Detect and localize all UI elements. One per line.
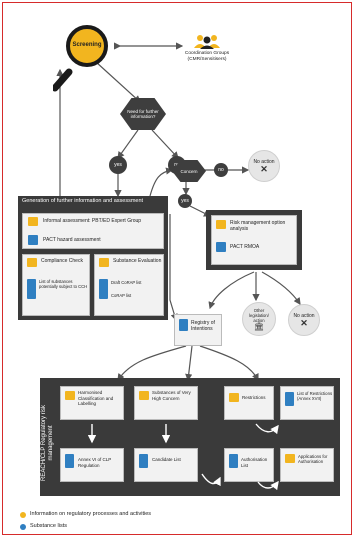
sticky-note-icon — [27, 258, 37, 267]
annex-vi-card: Annex VI of CLP Regulation — [60, 448, 124, 482]
arrow-registry-restrictions — [199, 345, 259, 382]
legend-processes-label: Information on regulatory processes and … — [30, 511, 152, 517]
cross-icon: ✕ — [300, 317, 308, 328]
sticky-note-icon — [285, 454, 295, 463]
sticky-note-icon — [229, 393, 239, 402]
decision-yes-1: yes — [109, 156, 127, 174]
substance-eval-label: Substance Evaluation — [113, 258, 162, 264]
list-icon — [28, 235, 38, 245]
no-action-top: No action ✕ — [248, 150, 280, 182]
rmoa-card: Risk management option analysis PACT RMO… — [211, 215, 297, 265]
harmonised-card: Harmonised Classification and Labelling — [60, 386, 124, 420]
restrictions-card: Restrictions — [224, 386, 274, 420]
draft-corap-label: Draft CoRAP list — [111, 280, 142, 285]
generation-inner-card: Informal assessment: PBT/ED Expert Group… — [22, 213, 164, 249]
authorisation-label: Authorisation List — [241, 457, 268, 468]
informal-assessment-label: Informal assessment: PBT/ED Expert Group — [43, 218, 142, 224]
registry-label: Registry of Intentions — [191, 320, 215, 332]
corap-label: CoRAP list — [111, 293, 132, 298]
arrow-rmoa-registry — [208, 271, 255, 310]
decision-yes-2: yes — [178, 194, 192, 208]
cross-icon: ✕ — [260, 163, 268, 174]
list-restrictions-label: List of Restrictions (Annex XVII) — [297, 391, 333, 402]
list-icon — [139, 454, 148, 468]
pact-rmoa-label: PACT RMOA — [230, 244, 260, 250]
applications-card: Applications for Authorisation — [280, 448, 334, 482]
people-icon — [194, 35, 220, 49]
sticky-note-icon — [139, 391, 149, 400]
list-icon — [179, 319, 188, 331]
no-action-label: No action — [253, 158, 275, 165]
arrow-rmoa-noaction — [261, 271, 301, 305]
list-icon — [99, 279, 108, 299]
generation-panel: Generation of further information and as… — [18, 196, 168, 320]
restrictions-label: Restrictions — [242, 395, 266, 400]
svhc-card: Substances of Very High Concern — [134, 386, 198, 420]
arrow-registry-harmonised — [117, 345, 187, 381]
list-icon — [229, 454, 238, 468]
screening-label: Screening — [72, 42, 102, 48]
arrow-registry-svhc — [185, 345, 193, 382]
institution-icon: 🏛 — [253, 321, 265, 331]
decision-yes-label: yes — [114, 162, 122, 168]
pact-hazard-label: PACT hazard assessment — [43, 237, 101, 243]
sticky-note-icon — [216, 220, 226, 229]
legend-process-dot — [20, 512, 26, 518]
reach-panel: REACH/CLP Regulatory risk management Har… — [40, 378, 340, 496]
rmoa-label: Risk management option analysis — [230, 220, 286, 232]
coordination-label: Coordination Groups (CMR/Sensitisers) — [184, 51, 230, 62]
list-restrictions-card: List of Restrictions (Annex XVII) — [280, 386, 334, 420]
sticky-note-icon — [99, 258, 109, 267]
generation-title: Generation of further information and as… — [22, 198, 144, 204]
arrow-candidate-authorisation — [201, 473, 221, 487]
arrow-authorisation-applications — [257, 480, 279, 491]
list-icon — [216, 242, 226, 252]
coordination-node: Coordination Groups (CMR/Sensitisers) — [172, 34, 242, 64]
arrow-restrictions-list — [255, 423, 279, 435]
no-action-bottom: No action ✕ — [288, 304, 320, 336]
other-legislation-label: Other legislation/ action — [249, 307, 269, 323]
compliance-label: Compliance Check — [41, 258, 83, 264]
authorisation-card: Authorisation List — [224, 448, 274, 482]
concern-label: Concern — [180, 168, 198, 174]
list-cch-label: List of substances potentially subject t… — [39, 279, 88, 289]
no-action-label: No action — [293, 312, 315, 319]
magnifier-icon — [53, 25, 108, 92]
applications-label: Applications for Authorisation — [298, 454, 328, 465]
annex-vi-label: Annex VI of CLP Regulation — [78, 457, 112, 468]
registry-node: Registry of Intentions — [174, 314, 222, 346]
arrow-generation-concern — [149, 167, 174, 197]
legend-lists-label: Substance lists — [30, 523, 67, 529]
candidate-card: Candidate List — [134, 448, 198, 482]
list-icon — [285, 392, 294, 406]
other-legislation-node: Other legislation/ action 🏛 — [242, 302, 276, 336]
arrow-screening-need — [95, 61, 141, 103]
arrow-need-no — [151, 129, 179, 159]
list-icon — [65, 454, 74, 468]
decision-no-2: no — [214, 163, 228, 177]
sticky-note-icon — [28, 217, 38, 226]
svhc-label: Substances of Very High Concern — [152, 390, 191, 401]
rmoa-panel: Risk management option analysis PACT RMO… — [206, 210, 302, 270]
reach-connectors — [87, 423, 279, 491]
list-icon — [27, 279, 36, 299]
substance-eval-card: Substance Evaluation Draft CoRAP list Co… — [94, 254, 164, 316]
decision-no-label: no — [218, 167, 224, 173]
legend: Information on regulatory processes and … — [20, 510, 340, 534]
candidate-label: Candidate List — [152, 457, 181, 462]
decision-yes-label: yes — [181, 198, 189, 204]
figure-frame — [2, 2, 352, 535]
compliance-card: Compliance Check List of substances pote… — [22, 254, 90, 316]
sticky-note-icon — [65, 391, 75, 400]
screening-node[interactable]: Screening — [53, 22, 123, 92]
legend-list-dot — [20, 524, 26, 530]
arrow-need-yes — [117, 129, 139, 159]
arrow-generation-registry — [169, 214, 178, 322]
need-info-label: Need for further information? — [127, 109, 159, 119]
concern-hexagon: Concern — [172, 160, 206, 182]
harmonised-label: Harmonised Classification and Labelling — [78, 390, 114, 406]
